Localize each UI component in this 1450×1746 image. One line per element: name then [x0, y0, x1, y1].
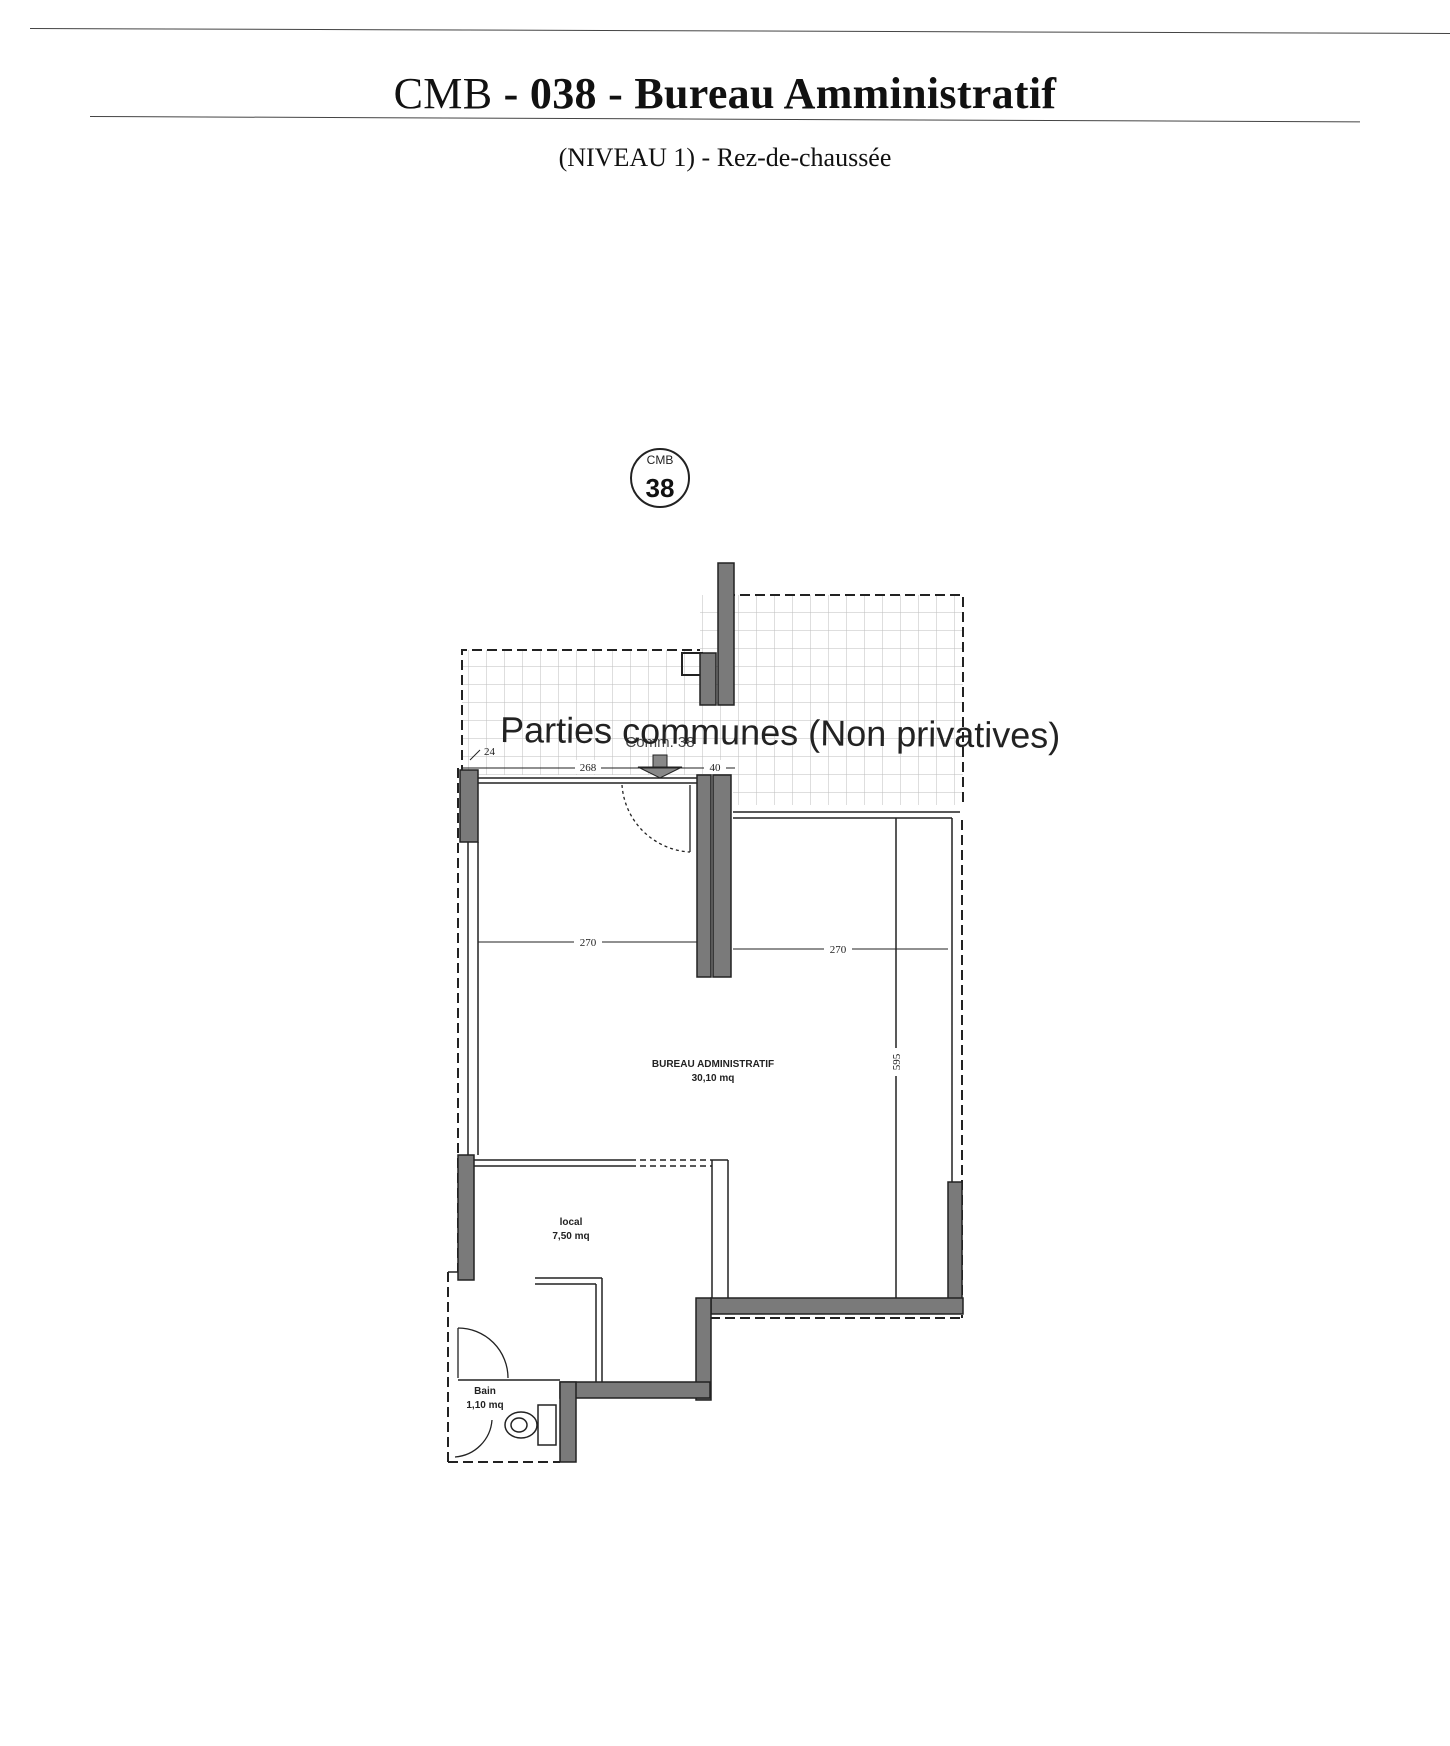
common-area-label: Parties communes (Non privatives) [500, 709, 1061, 756]
room-name-bureau: BUREAU ADMINISTRATIF [652, 1059, 774, 1070]
title-code: CMB [393, 69, 493, 118]
page-title: CMB - 038 - Bureau Amministratif [0, 68, 1450, 119]
unit-marker-number: 38 [646, 473, 675, 503]
dim-left-room-width: 270 [580, 937, 597, 949]
room-area-bain: 1,10 mq [466, 1400, 503, 1411]
door-swings [454, 784, 691, 1458]
unit-marker-prefix: CMB [647, 453, 674, 467]
title-number: 038 [529, 69, 597, 118]
entrance-arrow-icon [637, 754, 683, 779]
walls [457, 562, 964, 1463]
dim-right-room-width: 270 [830, 944, 847, 956]
room-area-bureau: 30,10 mq [692, 1073, 735, 1084]
title-name: Bureau Amministratif [634, 69, 1057, 118]
dim-room-depth: 595 [891, 1053, 903, 1070]
title-separator-2: - [596, 69, 635, 118]
toilet-icon [504, 1404, 557, 1446]
room-labels: BUREAU ADMINISTRATIF 30,10 mq local 7,50… [466, 1059, 774, 1411]
unit-marker: CMB 38 [630, 448, 690, 508]
common-area [461, 594, 964, 805]
room-name-local: local [560, 1217, 583, 1228]
dim-entrance-width: 268 [580, 762, 597, 774]
page-subtitle: (NIVEAU 1) - Rez-de-chaussée [558, 143, 892, 172]
room-name-bain: Bain [474, 1386, 496, 1397]
entrance-label: Comm. 38 [625, 734, 694, 751]
room-area-local: 7,50 mq [552, 1231, 589, 1242]
dim-pillar-width: 40 [710, 762, 722, 774]
title-separator-1: - [492, 69, 530, 118]
dimension-labels: 24 268 40 270 270 595 [484, 746, 904, 1076]
dim-wall-left: 24 [484, 746, 496, 758]
